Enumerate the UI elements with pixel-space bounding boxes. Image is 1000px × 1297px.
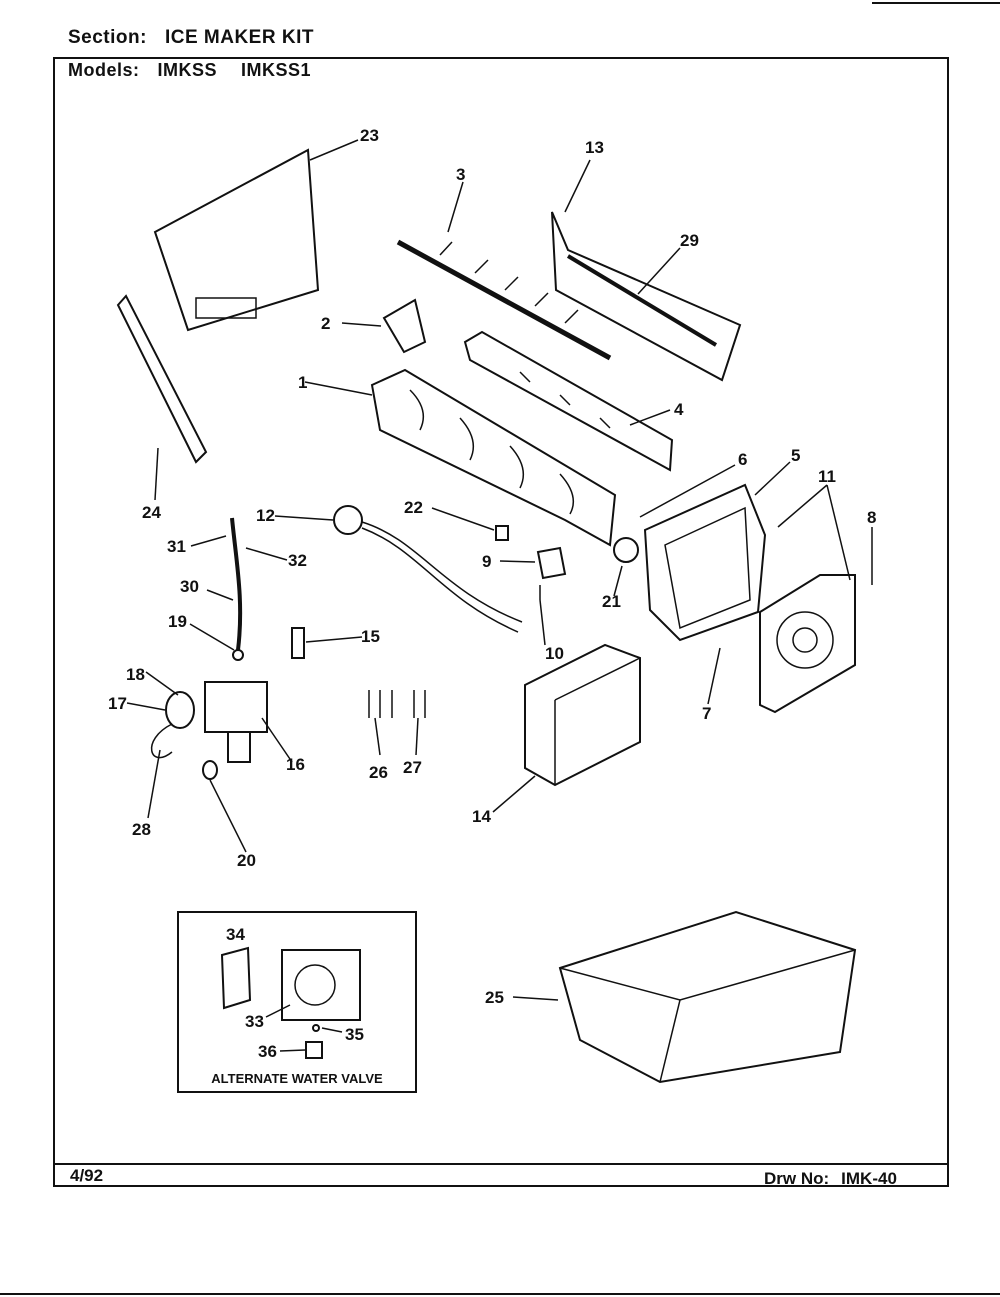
callout-labels: 1 2 3 4 5 6 7 8 9 10 11 12 13 14 15 16 1… [108, 126, 876, 1061]
part-15-fitting [291, 627, 305, 659]
callout-17: 17 [108, 694, 127, 713]
part-3-ejector [396, 239, 612, 361]
callout-16: 16 [286, 755, 305, 774]
drawing-number-field: Drw No: IMK-40 [764, 1169, 897, 1189]
section-header: Section: ICE MAKER KIT [68, 27, 314, 49]
callout-9: 9 [482, 552, 491, 571]
callout-10: 10 [545, 644, 564, 663]
part-28-clamp [151, 723, 173, 759]
part-22-clip [495, 525, 509, 541]
callout-22: 22 [404, 498, 423, 517]
part-11-motor-plate [759, 574, 856, 714]
part-9-bracket [536, 546, 567, 580]
callout-29: 29 [680, 231, 699, 250]
part-25-ice-bin [558, 910, 857, 1084]
part-13-shutoff-arm [551, 211, 742, 382]
callout-36: 36 [258, 1042, 277, 1061]
callout-35: 35 [345, 1025, 364, 1044]
callout-5: 5 [791, 446, 800, 465]
drawing-frame [53, 57, 949, 1187]
model-imkss: IMKSS [157, 60, 218, 80]
callout-21: 21 [602, 592, 621, 611]
callout-7: 7 [702, 704, 711, 723]
footer-divider [53, 1163, 949, 1165]
drawing-number-label: Drw No: [764, 1169, 830, 1188]
part-34-bracket [220, 946, 252, 1010]
part-17-strainer [165, 691, 195, 729]
callout-6: 6 [738, 450, 747, 469]
callout-13: 13 [585, 138, 604, 157]
drawing-number-value: IMK-40 [841, 1169, 897, 1188]
part-33-alt-valve [281, 949, 361, 1021]
callout-30: 30 [180, 577, 199, 596]
part-24-fill-tube [116, 294, 208, 464]
part-4-stripper [463, 330, 674, 472]
callout-31: 31 [167, 537, 186, 556]
section-label: Section: [68, 27, 147, 48]
callout-33: 33 [245, 1012, 264, 1031]
callout-14: 14 [472, 807, 491, 826]
top-edge-line [872, 2, 1000, 4]
part-30-water-tube [230, 517, 244, 661]
part-23-shield [153, 148, 320, 332]
callout-12: 12 [256, 506, 275, 525]
footer-date: 4/92 [70, 1166, 104, 1185]
callout-34: 34 [226, 925, 245, 944]
part-16-water-valve [204, 681, 268, 763]
part-35-washer [312, 1024, 320, 1032]
section-value: ICE MAKER KIT [164, 27, 314, 48]
part-26-screws [368, 690, 393, 718]
part-1-mold [370, 368, 617, 547]
part-36-fitting [305, 1041, 323, 1059]
part-20-nut [202, 760, 218, 780]
part-12-wiring-harness [333, 505, 523, 633]
part-14-cover [524, 643, 641, 787]
callout-19a: 19 [168, 612, 187, 631]
part-2-bracket [382, 298, 427, 354]
callout-27: 27 [403, 758, 422, 777]
callout-20: 20 [237, 851, 256, 870]
part-5-housing [643, 483, 767, 642]
models-label: Models: [68, 60, 140, 80]
callout-23: 23 [360, 126, 379, 145]
callout-11: 11 [818, 467, 836, 486]
callout-26: 26 [369, 763, 388, 782]
callout-2: 2 [321, 314, 330, 333]
leader-lines [126, 139, 873, 1052]
callout-28: 28 [132, 820, 151, 839]
callout-3: 3 [456, 165, 465, 184]
inset-caption: ALTERNATE WATER VALVE [211, 1071, 383, 1086]
callout-4: 4 [674, 400, 684, 419]
callout-25: 25 [485, 988, 504, 1007]
models-header: Models: IMKSS IMKSS1 [68, 60, 311, 81]
part-27-screws [413, 690, 426, 718]
callout-8: 8 [867, 508, 876, 527]
callout-24: 24 [142, 503, 161, 522]
model-imkss1: IMKSS1 [241, 60, 312, 80]
callout-15: 15 [361, 627, 380, 646]
inset-alternate-water-valve: ALTERNATE WATER VALVE [177, 911, 417, 1093]
part-21-gear [613, 537, 639, 563]
callout-18: 18 [126, 665, 145, 684]
bottom-edge-line [0, 1293, 1000, 1295]
callout-1: 1 [298, 373, 307, 392]
callout-32: 32 [288, 551, 307, 570]
